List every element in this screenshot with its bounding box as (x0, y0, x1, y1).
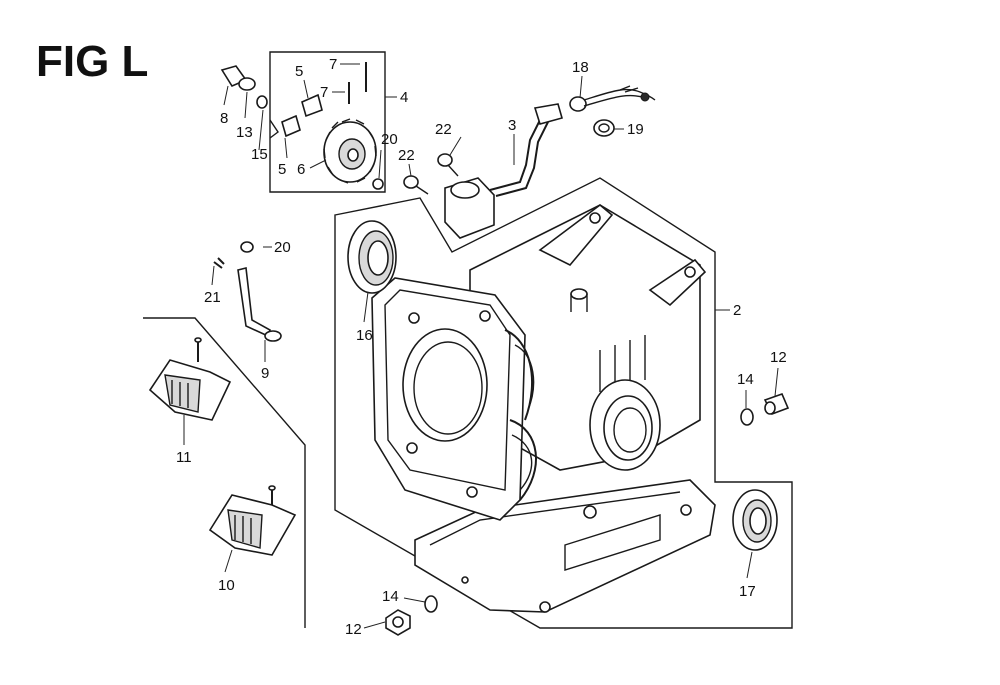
crankcase (371, 203, 716, 613)
callout-12-right: 12 (770, 349, 787, 366)
mount-group-frame (143, 317, 306, 628)
governor-group-frame (269, 51, 386, 193)
callout-5-upper: 5 (295, 63, 303, 80)
callout-7-lower: 7 (320, 84, 328, 101)
callout-16: 16 (356, 327, 373, 344)
callout-14-right: 14 (737, 371, 754, 388)
drain-bolt-right (740, 392, 790, 426)
callout-5-lower: 5 (278, 161, 286, 178)
ball-bearing (347, 220, 397, 294)
callout-10: 10 (218, 577, 235, 594)
flange-bolt-upper (437, 153, 459, 177)
callout-6: 6 (297, 161, 305, 178)
callout-18: 18 (572, 59, 589, 76)
oil-seal (732, 489, 778, 551)
grommet (593, 119, 615, 137)
breather-tube (444, 103, 563, 239)
callout-15: 15 (251, 146, 268, 163)
callout-11: 11 (176, 449, 192, 466)
callout-3: 3 (508, 117, 516, 134)
callout-22-upper: 22 (435, 121, 452, 138)
engine-mount-lower (208, 485, 297, 556)
callout-9: 9 (261, 365, 269, 382)
leader-lines (183, 63, 779, 629)
flange-bolt-lower (403, 175, 429, 195)
governor-arm (213, 241, 282, 342)
callout-20-upper: 20 (381, 131, 398, 148)
oil-alert-wire (569, 85, 656, 112)
callout-7-upper: 7 (329, 56, 337, 73)
callout-13: 13 (236, 124, 253, 141)
callout-labels: 4 2 3 18 19 22 22 8 13 15 7 7 5 5 6 20 2… (176, 56, 787, 638)
engine-mount-upper (148, 337, 232, 421)
callout-12-bottom: 12 (345, 621, 362, 638)
callout-19: 19 (627, 121, 644, 138)
governor-assembly (220, 62, 384, 190)
figure-title: FIG L (36, 37, 148, 86)
callout-17: 17 (739, 583, 756, 600)
callout-21: 21 (204, 289, 221, 306)
callout-20-lower: 20 (274, 239, 291, 256)
callout-4: 4 (400, 89, 408, 106)
callout-22-lower: 22 (398, 147, 415, 164)
callout-8: 8 (220, 110, 228, 127)
drain-bolt-bottom (385, 595, 438, 636)
callout-2: 2 (733, 302, 741, 319)
callout-14-bottom: 14 (382, 588, 399, 605)
